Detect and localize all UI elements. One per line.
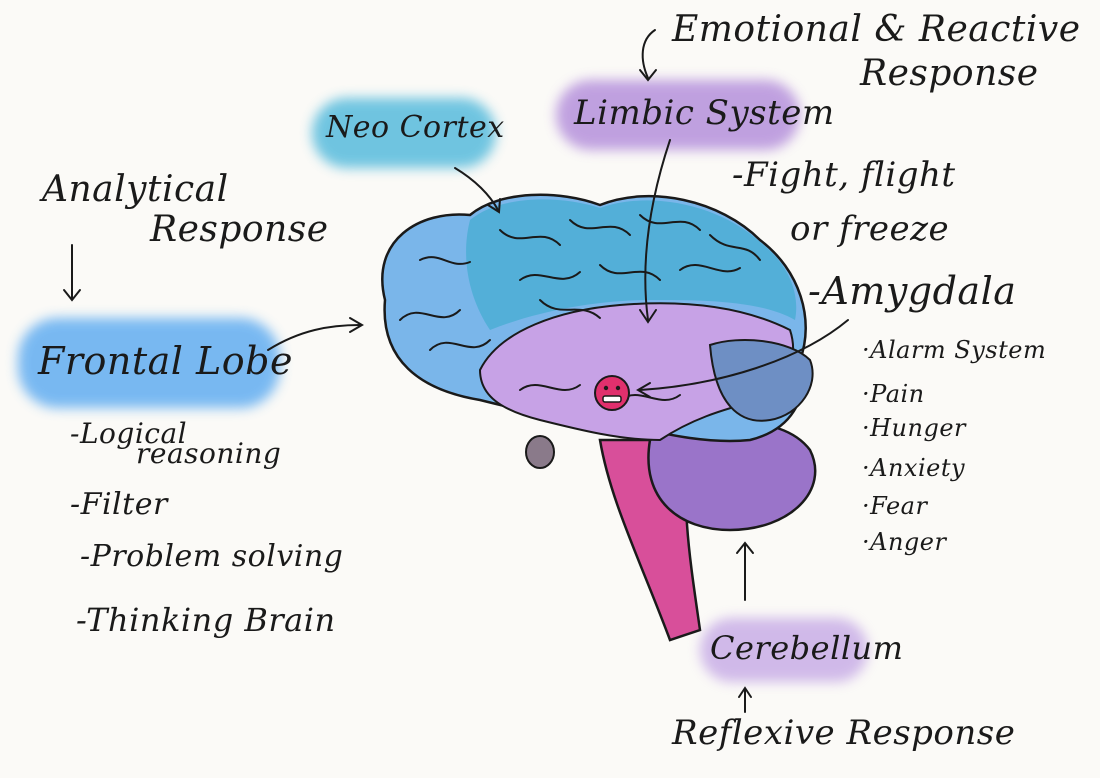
neo-cortex-label: Neo Cortex <box>326 110 505 145</box>
pituitary-shape <box>525 435 555 469</box>
amygdala-item-anxiety: ·Anxiety <box>862 454 966 482</box>
analytical-response-label-line1: Analytical <box>42 169 229 210</box>
frontal-item-reasoning: reasoning <box>136 437 282 470</box>
frontal-item-problem-solving: -Problem solving <box>80 539 344 574</box>
right-lobe-region <box>708 339 814 422</box>
cerebellum-label: Cerebellum <box>710 629 904 667</box>
emotional-response-label-line2: Response <box>860 53 1039 94</box>
neo-cortex-highlight <box>312 98 496 168</box>
amygdala-item-fear: ·Fear <box>862 492 928 520</box>
analytical-response-label-line2: Response <box>150 209 329 250</box>
frontal-lobe-highlight <box>18 318 280 408</box>
limbic-system-label: Limbic System <box>574 93 835 133</box>
frontal-item-filter: -Filter <box>70 487 168 522</box>
fight-flight-label-line1: -Fight, flight <box>732 155 956 195</box>
frontal-item-logical: -Logical <box>70 417 188 450</box>
amygdala-item-hunger: ·Hunger <box>862 414 967 442</box>
amygdala-face <box>594 375 630 411</box>
fight-flight-label-line2: or freeze <box>790 209 950 249</box>
amygdala-item-pain: ·Pain <box>862 380 925 408</box>
frontal-lobe-label: Frontal Lobe <box>38 339 293 383</box>
amygdala-item-alarm: ·Alarm System <box>862 336 1047 364</box>
emotional-response-label-line1: Emotional & Reactive <box>672 9 1081 50</box>
limbic-system-highlight <box>556 80 800 150</box>
frontal-item-thinking-brain: -Thinking Brain <box>76 601 336 639</box>
reflexive-response-label: Reflexive Response <box>672 713 1016 753</box>
amygdala-item-anger: ·Anger <box>862 528 947 556</box>
pointer-arrows <box>63 29 849 713</box>
amygdala-label: -Amygdala <box>808 269 1017 313</box>
neo-cortex-region <box>466 199 797 330</box>
cerebellum-highlight <box>700 618 868 682</box>
